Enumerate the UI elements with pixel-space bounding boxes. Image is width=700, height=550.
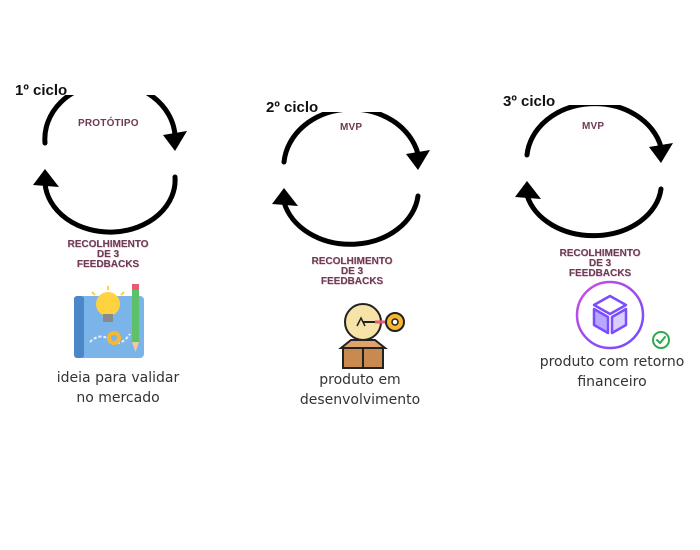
cycle-arrows-icon (515, 105, 673, 239)
cycle-bottom-label: RECOLHIMENTO DE 3 FEEDBACKS (67, 239, 149, 270)
product-cube-check-icon (575, 280, 670, 350)
cycle-title: 3º ciclo (503, 93, 556, 110)
lightbulb-box-gear-icon (338, 303, 405, 369)
cycle-caption: ideia para validar no mercado (56, 370, 180, 406)
cycle-top-label: PROTÓTIPO (78, 118, 139, 129)
blueprint-lightbulb-pencil-icon (74, 284, 144, 358)
cycle-arrows-icon (33, 95, 187, 235)
cycle-caption: produto com retorno financeiro (539, 354, 685, 390)
cycle-title: 2º ciclo (266, 99, 319, 116)
cycle-caption: produto em desenvolvimento (299, 372, 421, 408)
cycle-3: 3º ciclo MVP RECOLHIMENTO DE 3 FEEDBACKS… (490, 0, 700, 390)
cycle-title: 1º ciclo (15, 82, 68, 99)
cycle-top-label: MVP (582, 121, 605, 132)
cycle-bottom-label: RECOLHIMENTO DE 3 FEEDBACKS (559, 248, 641, 279)
cycle-top-label: MVP (340, 122, 363, 133)
cycle-1: 1º ciclo PROTÓTIPO RECOLHIMENTO DE 3 FEE… (0, 0, 220, 406)
cycle-bottom-label: RECOLHIMENTO DE 3 FEEDBACKS (311, 256, 393, 287)
cycle-arrows-icon (272, 112, 430, 247)
cycle-2: 2º ciclo MVP RECOLHIMENTO DE 3 FEEDBACKS… (250, 0, 470, 408)
